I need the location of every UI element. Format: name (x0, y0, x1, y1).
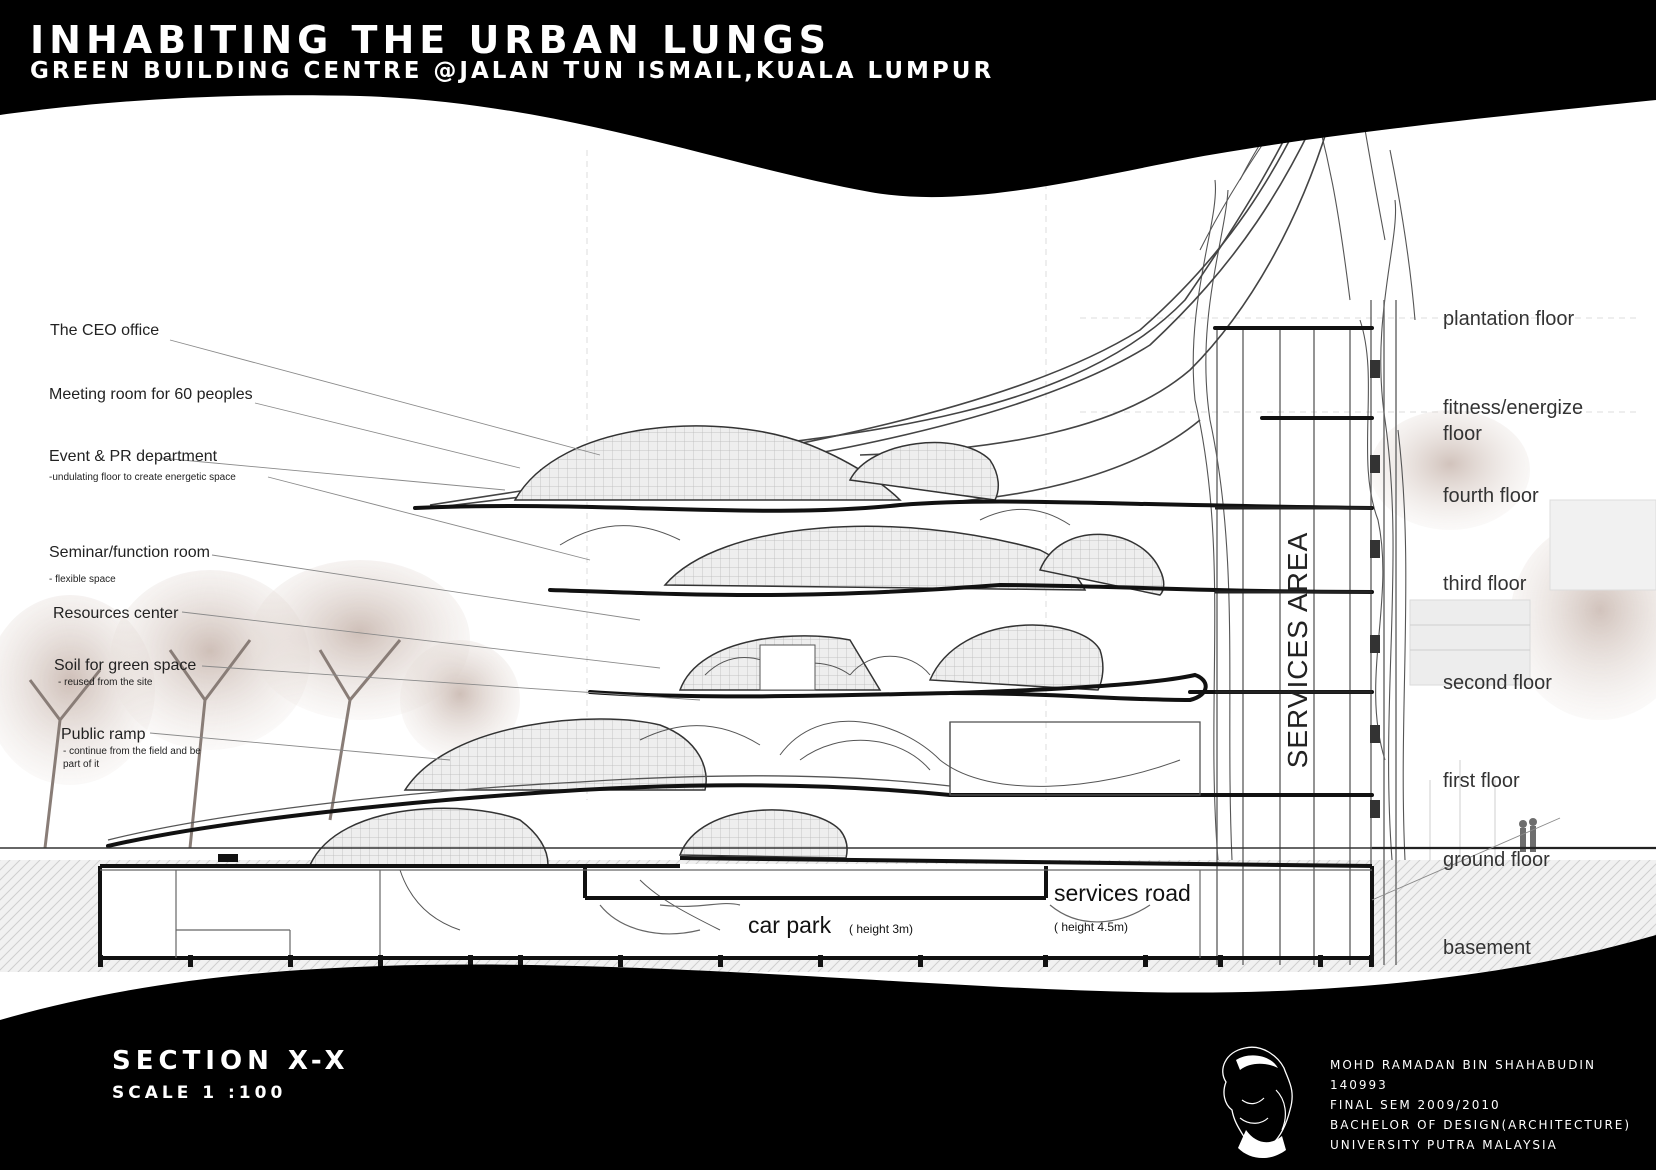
credit-name: MOHD RAMADAN BIN SHAHABUDIN (1330, 1058, 1596, 1072)
author-portrait (1222, 1046, 1293, 1159)
credit-university: UNIVERSITY PUTRA MALAYSIA (1330, 1138, 1558, 1152)
label-ramp: Public ramp (61, 726, 146, 743)
section-title: SECTION X-X (112, 1046, 350, 1076)
note-ramp-2: part of it (63, 759, 100, 770)
context-right (1370, 410, 1656, 860)
interior-organics (399, 508, 1181, 931)
car-park-height: ( height 3m) (849, 922, 914, 936)
services-road-height: ( height 4.5m) (1054, 920, 1129, 934)
label-seminar: Seminar/function room (49, 544, 210, 561)
services-road-label: services road (1054, 880, 1191, 906)
footer-band (0, 935, 1656, 1170)
label-ceo-office: The CEO office (50, 322, 160, 339)
ground-hatch (0, 860, 1656, 972)
page-title: INHABITING THE URBAN LUNGS (30, 18, 832, 62)
tower-joints (1370, 360, 1380, 818)
floor-label-fitness-2: floor (1443, 423, 1482, 445)
services-area-label: SERVICES AREA (1282, 531, 1313, 769)
floor-label-first: first floor (1443, 770, 1520, 792)
floor-label-third: third floor (1443, 573, 1527, 595)
credit-id: 140993 (1330, 1078, 1388, 1092)
floor-label-fourth: fourth floor (1443, 485, 1539, 507)
tower-verticals (1216, 300, 1397, 965)
columns (98, 854, 1374, 967)
floor-label-ground: ground floor (1443, 849, 1550, 871)
car-park-label: car park (748, 912, 832, 938)
page-subtitle: GREEN BUILDING CENTRE @JALAN TUN ISMAIL,… (30, 58, 995, 84)
note-seminar: - flexible space (49, 574, 116, 585)
domes (308, 425, 1165, 866)
section-scale: SCALE 1 :100 (112, 1083, 287, 1103)
label-event-pr: Event & PR department (49, 448, 218, 465)
ramp-edge (107, 721, 1201, 841)
note-event-pr: -undulating floor to create energetic sp… (49, 472, 236, 483)
credit-semester: FINAL SEM 2009/2010 (1330, 1098, 1501, 1112)
label-meeting-room: Meeting room for 60 peoples (49, 386, 253, 403)
floor-label-plantation: plantation floor (1443, 308, 1575, 330)
label-resources: Resources center (53, 605, 179, 622)
floor-label-basement: basement (1443, 937, 1531, 959)
note-ramp-1: - continue from the field and be (63, 746, 201, 757)
label-soil: Soil for green space (54, 657, 197, 674)
note-soil: - reused from the site (58, 677, 153, 688)
floor-label-fitness-1: fitness/energize (1443, 397, 1584, 419)
basement-details (100, 869, 1372, 958)
floor-label-second: second floor (1443, 672, 1552, 694)
trees-left (0, 560, 520, 849)
ground-slab (98, 856, 1374, 962)
header-band (0, 0, 1656, 198)
tower-plates (1215, 506, 1372, 694)
leader-lines (149, 339, 1561, 901)
credit-degree: BACHELOR OF DESIGN(ARCHITECTURE) (1330, 1118, 1632, 1132)
